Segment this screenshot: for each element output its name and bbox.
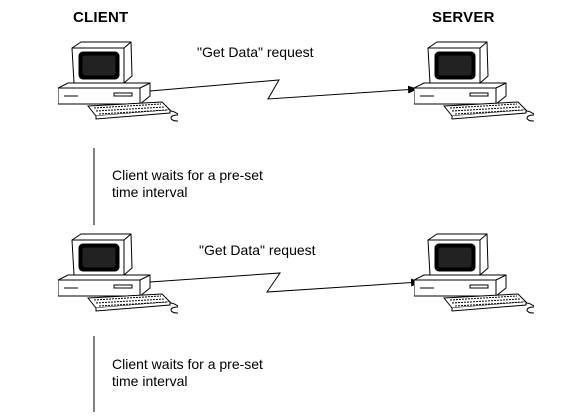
wait-note-2-line-2: time interval bbox=[112, 373, 188, 389]
client-heading: CLIENT bbox=[73, 9, 129, 26]
wait-note-1-line-2: time interval bbox=[112, 184, 188, 200]
wait-note-2-line-1: Client waits for a pre-set bbox=[112, 356, 263, 372]
desktop-computer-icon bbox=[414, 233, 534, 314]
wait-note-1-line-1: Client waits for a pre-set bbox=[112, 167, 263, 183]
wait-note-1: Client waits for a pre-set time interval bbox=[112, 167, 263, 201]
desktop-computer-icon bbox=[58, 233, 178, 314]
request-label-1: "Get Data" request bbox=[197, 44, 314, 60]
wait-note-2: Client waits for a pre-set time interval bbox=[112, 356, 263, 390]
desktop-computer-icon bbox=[58, 41, 178, 122]
request-arrow-1 bbox=[149, 79, 418, 100]
request-label-2: "Get Data" request bbox=[199, 242, 316, 258]
desktop-computer-icon bbox=[414, 41, 534, 122]
request-arrow-2 bbox=[149, 272, 421, 293]
server-heading: SERVER bbox=[432, 9, 495, 26]
